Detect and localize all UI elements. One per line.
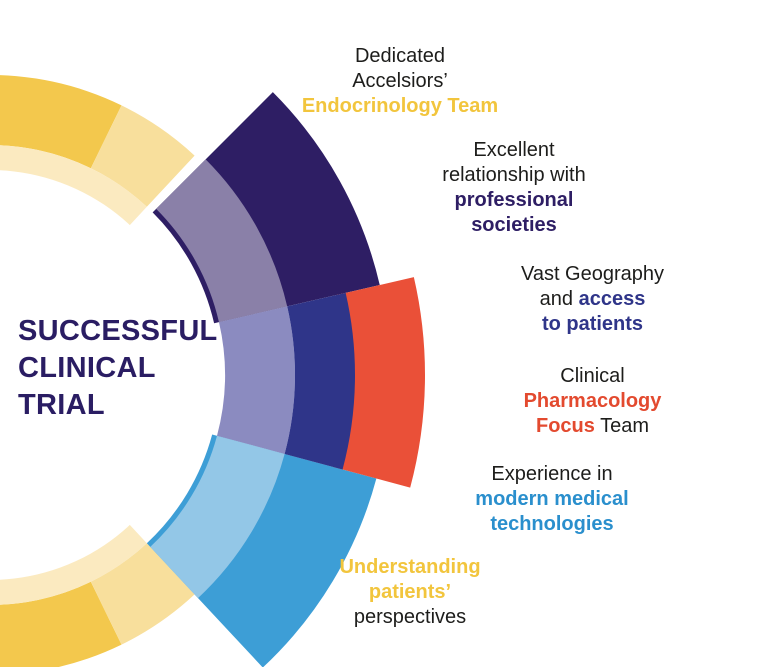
endo-line: Accelsiors’ — [300, 69, 500, 94]
pharm-line: Clinical — [510, 364, 675, 389]
pharm-text: Pharmacology — [523, 390, 662, 412]
geo-text: to patients — [541, 313, 644, 335]
pharm-text: Focus — [535, 415, 595, 437]
title-line-2: CLINICAL — [18, 352, 156, 384]
inner-navy — [284, 292, 355, 470]
inner-purple — [156, 159, 288, 323]
tech-line: technologies — [462, 512, 642, 537]
ring-group — [0, 75, 425, 667]
ring-inner-pale-bottom — [0, 524, 147, 605]
label-professional-societies: Excellent relationship with professional so… — [418, 138, 610, 238]
geo-line: and access — [505, 287, 680, 312]
pharm-line: Pharmacology — [510, 389, 675, 414]
ring-inner-pale-top — [0, 145, 147, 226]
label-patients-perspectives: Understanding patients’ perspectives — [325, 555, 495, 630]
tech-text: modern medical — [475, 488, 629, 510]
segment-red — [332, 277, 425, 488]
tech-line: modern medical — [462, 487, 642, 512]
endo-text: Dedicated — [354, 45, 446, 67]
pharm-text: Team — [594, 415, 649, 437]
endo-line: Endocrinology Team — [300, 94, 500, 119]
ring-outer-dark-top — [0, 75, 122, 169]
pat-text: Understanding — [339, 556, 481, 578]
pat-text: perspectives — [353, 606, 467, 628]
tech-line: Experience in — [462, 462, 642, 487]
prof-line: societies — [418, 213, 610, 238]
prof-line: relationship with — [418, 163, 610, 188]
prof-text: societies — [471, 214, 557, 236]
pharm-text: Clinical — [560, 365, 625, 387]
title-line-3: TRIAL — [18, 389, 105, 421]
pat-line: patients’ — [325, 580, 495, 605]
geo-line: Vast Geography — [505, 262, 680, 287]
endo-text: Accelsiors’ — [352, 70, 448, 92]
endo-text: Endocrinology Team — [301, 95, 499, 117]
prof-text: relationship with — [442, 164, 586, 186]
tech-text: Experience in — [491, 463, 613, 485]
center-title: SUCCESSFUL CLINICAL TRIAL — [18, 313, 218, 424]
prof-text: Excellent — [473, 139, 555, 161]
prof-line: professional — [418, 188, 610, 213]
inner-periwinkle — [216, 306, 295, 454]
pharm-line: Focus Team — [510, 414, 675, 439]
prof-line: Excellent — [418, 138, 610, 163]
ring-outer-light-bottom — [90, 543, 195, 645]
ring-outer-dark-bottom — [0, 581, 122, 667]
prof-text: professional — [454, 189, 574, 211]
tech-text: technologies — [490, 513, 614, 535]
ring-outer-light-top — [90, 105, 195, 207]
title-line-1: SUCCESSFUL — [18, 315, 218, 347]
geo-text: access — [578, 288, 646, 310]
pat-text: patients’ — [368, 581, 452, 603]
inner-lightblue — [150, 435, 285, 599]
geo-text: and — [539, 288, 579, 310]
geo-text: Vast Geography — [520, 263, 665, 285]
pat-line: perspectives — [325, 605, 495, 630]
endo-line: Dedicated — [300, 44, 500, 69]
pat-line: Understanding — [325, 555, 495, 580]
label-medical-technologies: Experience in modern medical technologies — [462, 462, 642, 537]
geo-line: to patients — [505, 312, 680, 337]
